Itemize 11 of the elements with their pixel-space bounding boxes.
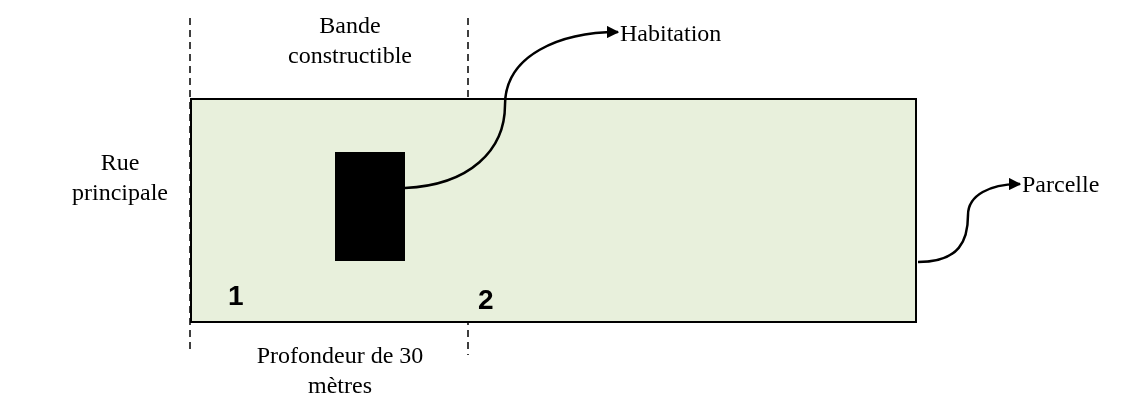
zone-number: 1 bbox=[228, 280, 244, 312]
arrow bbox=[404, 26, 620, 190]
zone-number: 2 bbox=[478, 284, 494, 316]
arrow bbox=[917, 178, 1022, 264]
street-label: Rue principale bbox=[71, 148, 169, 207]
dimension-label: Profondeur de 30 mètres bbox=[255, 341, 425, 400]
callout-label: Habitation bbox=[620, 18, 740, 48]
house-footprint bbox=[335, 152, 405, 261]
zone-label: Bande constructible bbox=[287, 11, 413, 70]
land-parcel bbox=[190, 98, 917, 323]
callout-label: Parcelle bbox=[1022, 169, 1132, 199]
